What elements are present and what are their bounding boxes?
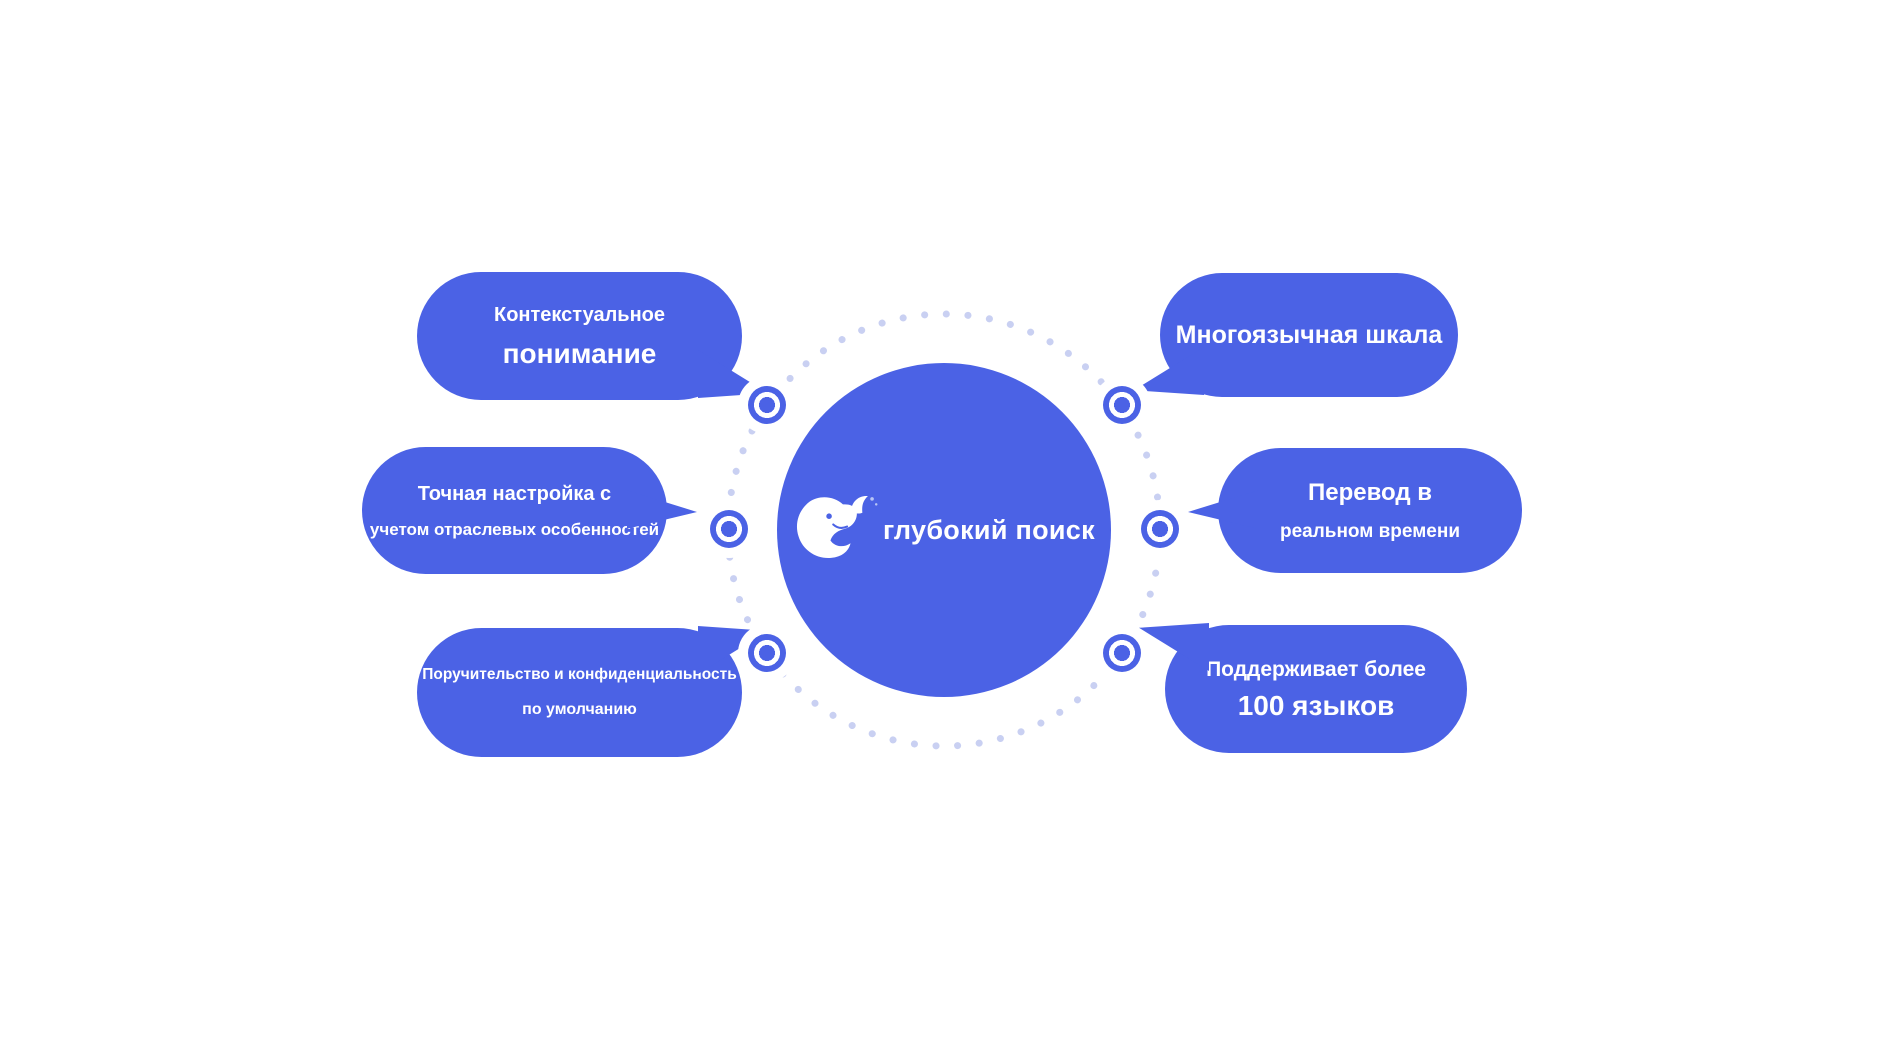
feature-bubble-privacy-by-default: Поручительство и конфиденциальность по у… <box>417 626 768 757</box>
bubble-text-line: по умолчанию <box>522 700 637 718</box>
whale-icon <box>797 496 878 558</box>
feature-bubble-multilingual-scale: Многоязычная шкала <box>1134 273 1458 397</box>
bubble-text-line: Многоязычная шкала <box>1175 320 1443 349</box>
feature-bubble-supports-100-languages: Поддерживает более 100 языков <box>1139 623 1467 753</box>
bubble-text-line: Точная настройка с <box>417 482 612 505</box>
bubble-text-line: реальном времени <box>1279 520 1461 542</box>
bubble-text-line: Поручительство и конфиденциальность <box>422 666 737 684</box>
connector-bullseye-icon <box>1103 386 1141 424</box>
connector-bullseye-icon <box>748 634 786 672</box>
bubble-text-line: Поддерживает более <box>1206 657 1426 681</box>
bubble-text-line: понимание <box>502 337 657 369</box>
connector-bullseye-icon <box>748 386 786 424</box>
feature-bubble-contextual-understanding: Контекстуальное понимание <box>417 272 768 400</box>
connector-bullseye-icon <box>1141 510 1179 548</box>
center-logo-circle: глубокий поиск <box>777 363 1111 697</box>
center-logo-text: глубокий поиск <box>883 514 1095 545</box>
feature-bubble-real-time-translation: Перевод в реальном времени <box>1188 448 1522 573</box>
bubble-text-line: 100 языков <box>1237 689 1395 721</box>
bubble-text-line: Контекстуальное <box>494 303 665 326</box>
connector-bullseye-icon <box>1103 634 1141 672</box>
connector-bullseye-icon <box>710 510 748 548</box>
bubble-text-line: Перевод в <box>1307 478 1433 506</box>
bubble-text-line: учетом отраслевых особенностей <box>369 519 660 539</box>
feature-bubble-industry-fine-tuning: Точная настройка с учетом отраслевых осо… <box>362 447 697 574</box>
